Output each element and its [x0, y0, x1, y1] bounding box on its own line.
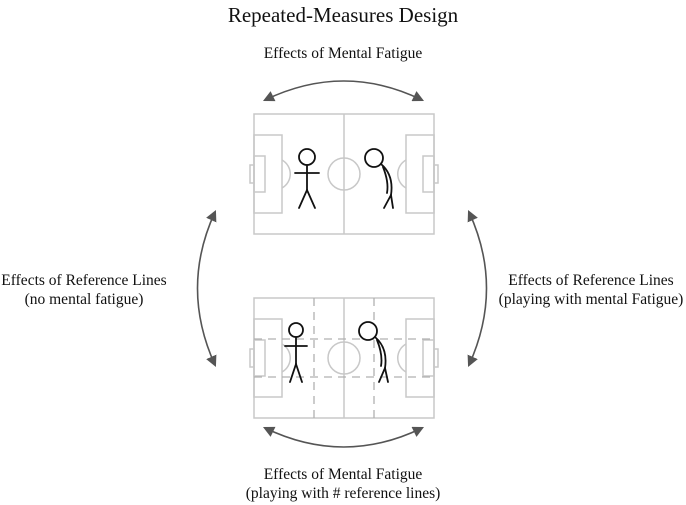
- upright-player-bottom: [284, 322, 308, 383]
- top-pitch: [249, 113, 439, 235]
- left-label-line1: Effects of Reference Lines: [1, 272, 167, 289]
- diagram-title: Repeated-Measures Design: [227, 3, 459, 27]
- bottom-arrow-label: Effects of Mental Fatigue (playing with …: [0, 465, 686, 503]
- right-label-line2: (playing with mental Fatigue): [498, 291, 684, 308]
- bottom-label-line2: (playing with # reference lines): [245, 485, 441, 502]
- top-double-arrow: [262, 80, 425, 102]
- arrows: [196, 80, 488, 448]
- right-arrow-label: Effects of Reference Lines (playing with…: [496, 271, 686, 309]
- fatigued-player-bottom: [358, 321, 389, 383]
- left-label-line2: (no mental fatigue): [24, 291, 144, 308]
- bottom-label-line1: Effects of Mental Fatigue: [263, 466, 423, 483]
- right-label-line1: Effects of Reference Lines: [508, 272, 674, 289]
- bottom-double-arrow: [262, 426, 425, 448]
- upright-player-top: [294, 148, 320, 209]
- reference-lines: [254, 298, 434, 418]
- bottom-pitch: [249, 297, 439, 419]
- top-arrow-label: Effects of Mental Fatigue: [263, 45, 423, 62]
- right-double-arrow: [467, 209, 488, 368]
- left-double-arrow: [196, 209, 217, 368]
- fatigued-player-top: [364, 148, 394, 209]
- left-arrow-label: Effects of Reference Lines (no mental fa…: [0, 271, 168, 309]
